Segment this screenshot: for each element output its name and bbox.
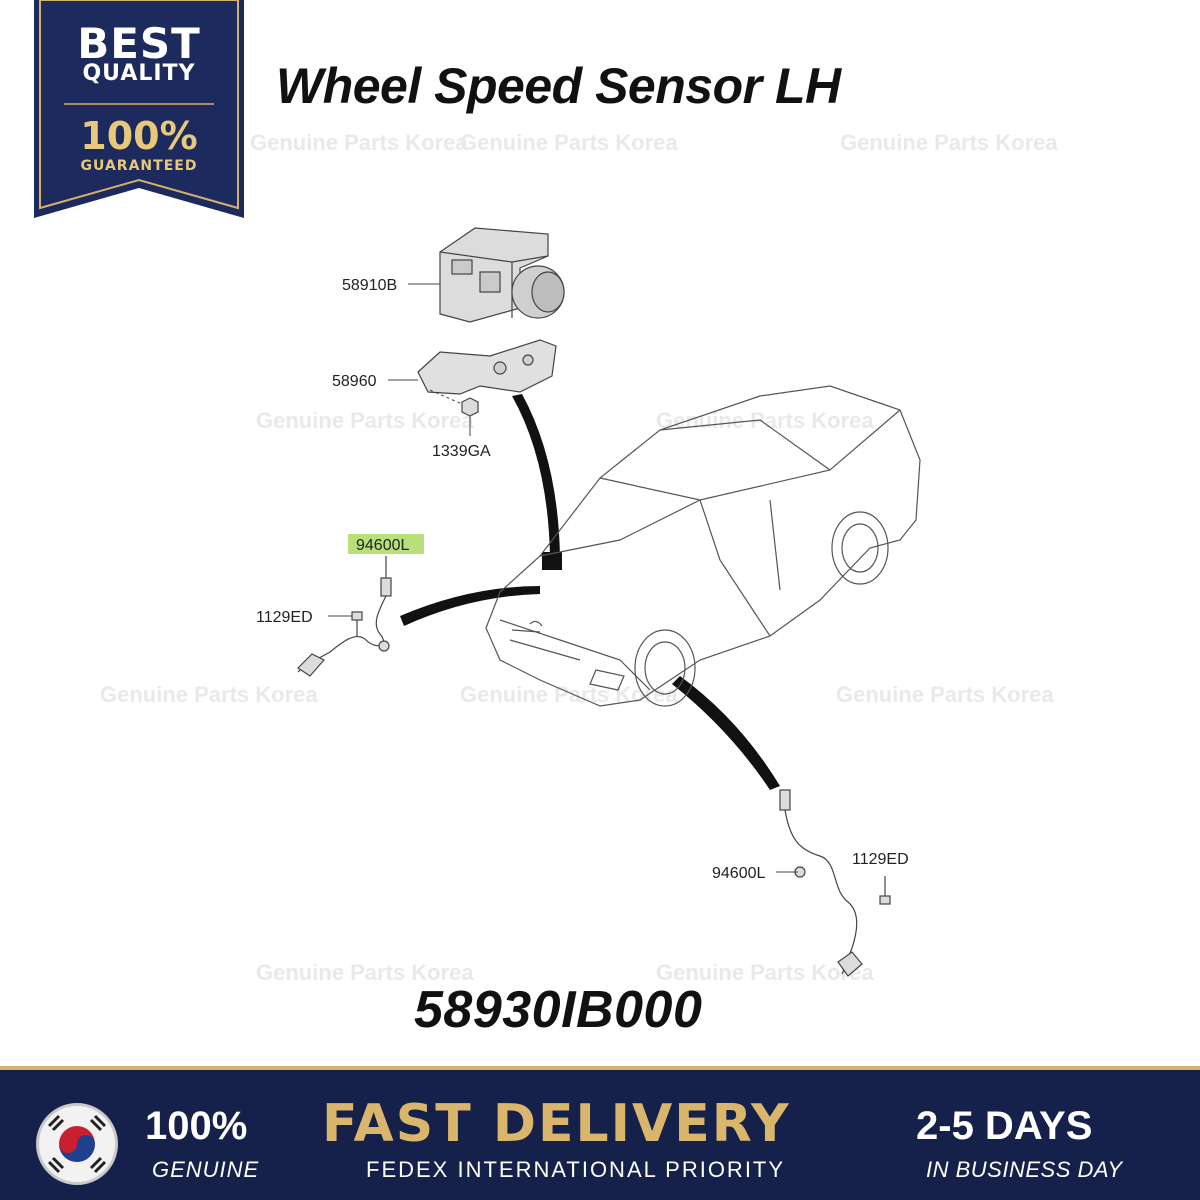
- shipping-method: FEDEX INTERNATIONAL PRIORITY: [366, 1157, 786, 1182]
- korea-flag-icon: [36, 1103, 118, 1185]
- watermark: Genuine Parts Korea: [840, 130, 1058, 155]
- genuine-percent: 100%: [145, 1104, 248, 1148]
- footer-banner: 100% GENUINE FAST DELIVERY FEDEX INTERNA…: [0, 1066, 1200, 1200]
- rear-sensor-drawing: [779, 789, 863, 977]
- badge-best: BEST: [77, 19, 201, 68]
- badge-percent: 100%: [80, 114, 198, 158]
- front-bolt-drawing: [351, 611, 363, 636]
- badge-quality: QUALITY: [82, 61, 196, 86]
- callout-bracket: 58960: [332, 373, 377, 390]
- delivery-days: 2-5 DAYS: [916, 1104, 1093, 1148]
- highlight-box: [348, 534, 424, 554]
- watermark: Genuine Parts Korea: [656, 960, 874, 985]
- korea-flag-icon-graphic: [47, 1114, 107, 1174]
- quality-badge: BEST QUALITY 100% GUARANTEED: [34, 0, 244, 220]
- callout-bolt-rear: 1129ED: [852, 851, 909, 868]
- watermark: Genuine Parts Korea: [256, 408, 474, 433]
- watermark: Genuine Parts Korea: [250, 130, 468, 155]
- bracket-drawing: [417, 339, 557, 395]
- fast-delivery-heading: FAST DELIVERY: [322, 1094, 791, 1154]
- product-title: Wheel Speed Sensor LH: [276, 58, 841, 114]
- watermark: Genuine Parts Korea: [460, 682, 678, 707]
- watermark: Genuine Parts Korea: [836, 682, 1054, 707]
- nut-drawing: [461, 397, 479, 417]
- watermark-group: Genuine Parts Korea Genuine Parts Korea …: [100, 130, 1058, 985]
- genuine-label: GENUINE: [152, 1157, 260, 1182]
- callout-nut: 1339GA: [432, 443, 491, 460]
- callout-bolt-front: 1129ED: [256, 609, 313, 626]
- watermark: Genuine Parts Korea: [256, 960, 474, 985]
- front-sensor-drawing: [297, 556, 392, 677]
- vehicle-drawing: [485, 385, 921, 707]
- abs-location-marker: [542, 552, 562, 570]
- watermark: Genuine Parts Korea: [100, 682, 318, 707]
- watermark: Genuine Parts Korea: [656, 408, 874, 433]
- pointer-arrow-rear: [672, 676, 780, 790]
- callout-sensor-front: 94600L: [356, 537, 409, 554]
- callout-abs-unit: 58910B: [342, 277, 397, 294]
- watermark: Genuine Parts Korea: [460, 130, 678, 155]
- rear-bolt-drawing: [879, 876, 891, 905]
- pointer-arrow-front: [400, 586, 540, 626]
- delivery-days-label: IN BUSINESS DAY: [926, 1157, 1123, 1182]
- abs-unit-drawing: [439, 227, 565, 323]
- badge-guaranteed: GUARANTEED: [80, 158, 198, 174]
- callout-sensor-rear: 94600L: [712, 865, 765, 882]
- badge-ribbon: [34, 0, 244, 218]
- pointer-arrow-abs: [512, 394, 560, 556]
- part-number: 58930IB000: [414, 981, 703, 1039]
